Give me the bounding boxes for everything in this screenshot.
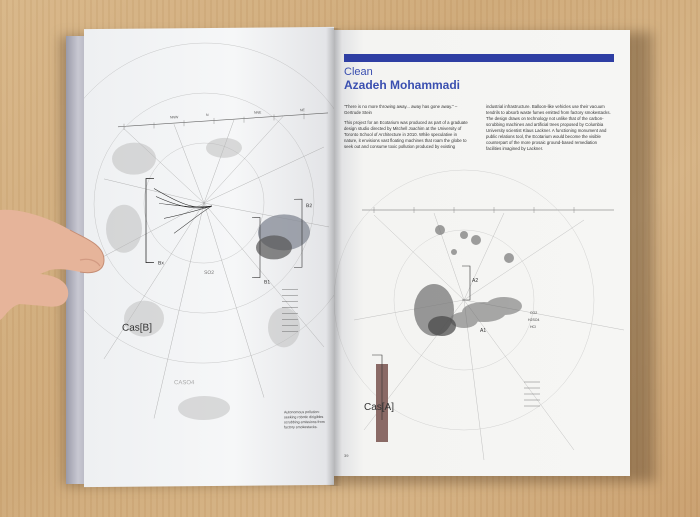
diagram-tag: B2 bbox=[306, 203, 312, 209]
compass-label: NE bbox=[300, 108, 306, 112]
compass-label: NNE bbox=[254, 111, 262, 115]
compass-label: NNW bbox=[170, 115, 179, 119]
text-column-1: "There is no more throwing away... away … bbox=[344, 104, 470, 154]
booklet-spine bbox=[326, 28, 342, 486]
section-header-bar bbox=[344, 54, 614, 62]
right-page: Clean Azadeh Mohammadi "There is no more… bbox=[334, 30, 630, 476]
section-title: Clean bbox=[344, 66, 373, 78]
page-number: 39 bbox=[344, 453, 349, 458]
left-drawing-label: Cas[B] bbox=[122, 322, 152, 333]
diagram-tag: B1 bbox=[264, 279, 270, 285]
diagram-tag: CO2 bbox=[530, 311, 537, 315]
diagram-tag: Bx bbox=[158, 260, 164, 266]
epigraph-quote: "There is no more throwing away... away … bbox=[344, 104, 458, 115]
left-page-caption: Autonomous pollution-seeking robotic dir… bbox=[284, 410, 325, 430]
body-paragraph: industrial infrastructure. Balloon-like … bbox=[486, 104, 611, 151]
compass-label: N bbox=[206, 113, 209, 117]
diagram-tag: H2SO4 bbox=[528, 318, 540, 322]
body-paragraph: This project for an Ecotarium was produc… bbox=[344, 120, 468, 149]
text-column-2: industrial infrastructure. Balloon-like … bbox=[486, 104, 612, 156]
diagram-tag: A1 bbox=[480, 328, 486, 334]
diagram-tag: A2 bbox=[472, 278, 478, 284]
right-drawing-label: Cas[A] bbox=[364, 402, 394, 413]
article-author: Azadeh Mohammadi bbox=[344, 78, 461, 92]
hand-holding-booklet bbox=[0, 209, 105, 320]
left-page-diagram: NNW N NNE NE Bx bbox=[84, 42, 334, 421]
diagram-tag: HCl bbox=[530, 325, 536, 329]
right-page-diagram: A2 A1 CO2 H2SO4 HCl Cas[A] bbox=[334, 169, 625, 461]
left-page: NNW N NNE NE Bx bbox=[84, 26, 334, 488]
diagram-tag: SO2 bbox=[204, 270, 214, 276]
diagram-tag: CASO4 bbox=[174, 380, 195, 386]
